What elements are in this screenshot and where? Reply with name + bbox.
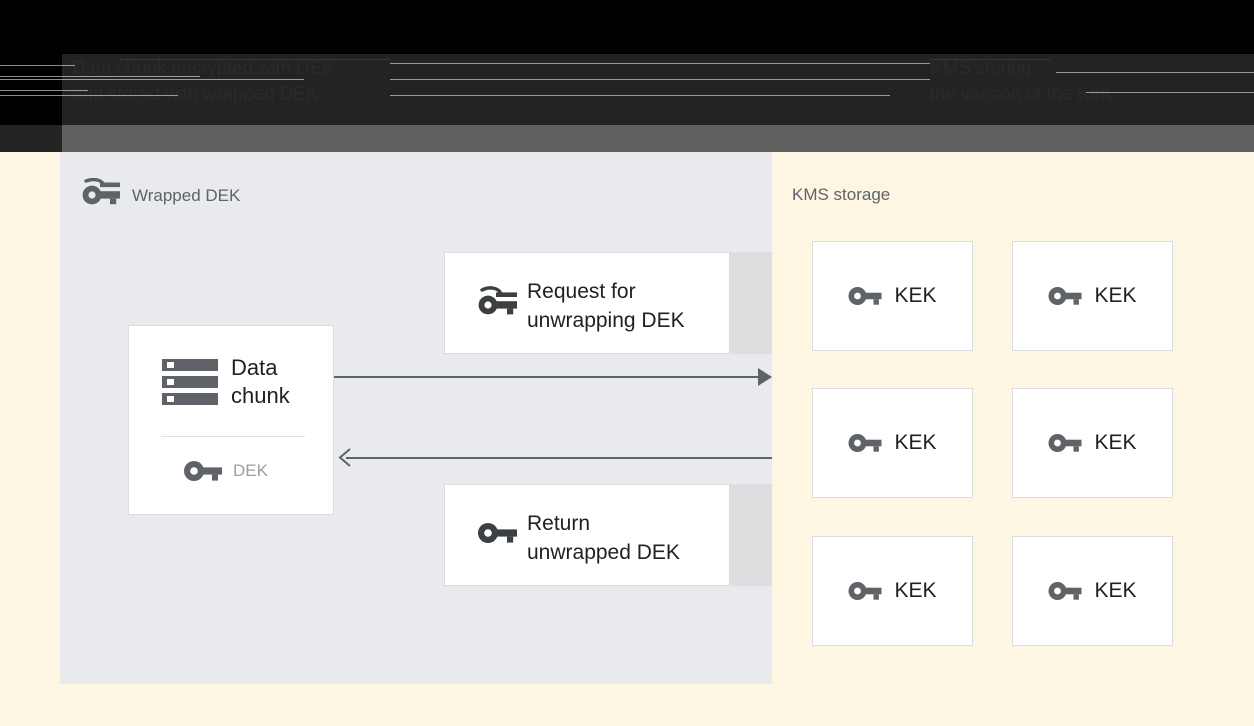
wrapped-key-icon [477,285,519,317]
artifact-streak [1056,72,1254,73]
kek-label: KEK [1094,284,1137,307]
wrapped-key-icon [80,178,122,206]
kek-card[interactable]: KEK [1012,388,1173,498]
kms-storage-title: KMS storage [792,185,891,204]
request-arrow-head [758,368,772,386]
artifact-streak [0,95,178,96]
artifact-streak [0,79,304,80]
dek-label: DEK [233,461,268,480]
request-unwrap-card[interactable]: Request for unwrapping DEK [444,252,730,354]
return-unwrapped-card[interactable]: Return unwrapped DEK [444,484,730,586]
key-icon [848,284,882,308]
request-unwrap-label: Request for unwrapping DEK [527,280,685,332]
key-icon [183,458,223,484]
key-icon [1048,431,1082,455]
data-chunk-icon [162,358,220,408]
chrome-gray-band-left-gutter [0,125,62,152]
key-icon [848,431,882,455]
kek-card[interactable]: KEK [1012,241,1173,351]
kek-card[interactable]: KEK [812,241,973,351]
header-right-caption: KMS storing the version of the KeK [930,58,1113,105]
return-unwrapped-label: Return unwrapped DEK [527,512,680,564]
response-arrow-line [346,457,772,459]
artifact-streak [0,90,88,91]
kek-label: KEK [1094,579,1137,602]
kek-label: KEK [894,431,937,454]
kek-card[interactable]: KEK [812,388,973,498]
kek-label: KEK [894,284,937,307]
key-icon [477,517,519,549]
key-icon [1048,579,1082,603]
request-arrow-line [334,376,760,378]
artifact-streak [0,65,75,66]
kek-card[interactable]: KEK [1012,536,1173,646]
chrome-top-black-band [0,0,1254,54]
artifact-streak [390,79,930,80]
kek-card[interactable]: KEK [812,536,973,646]
key-icon [1048,284,1082,308]
data-card-divider [161,436,305,437]
chrome-gray-band [0,125,1254,152]
data-chunk-label: Data chunk [231,355,290,408]
wrapped-dek-panel-title: Wrapped DEK [132,186,241,205]
artifact-streak [390,63,930,64]
data-chunk-card[interactable]: Data chunk DEK [128,325,334,515]
artifact-streak [390,95,890,96]
kek-label: KEK [894,579,937,602]
artifact-streak [0,76,200,77]
key-icon [848,579,882,603]
artifact-streak [1086,92,1254,93]
return-card-shadow [730,484,772,586]
response-arrow-head [338,448,352,467]
header-left-caption: Data chunk encrypted with DEK and stored… [72,58,335,105]
artifact-streak [930,59,1050,60]
request-card-shadow [730,252,772,354]
kek-label: KEK [1094,431,1137,454]
artifact-streak [120,59,390,60]
chrome-dark-band [0,54,1254,125]
